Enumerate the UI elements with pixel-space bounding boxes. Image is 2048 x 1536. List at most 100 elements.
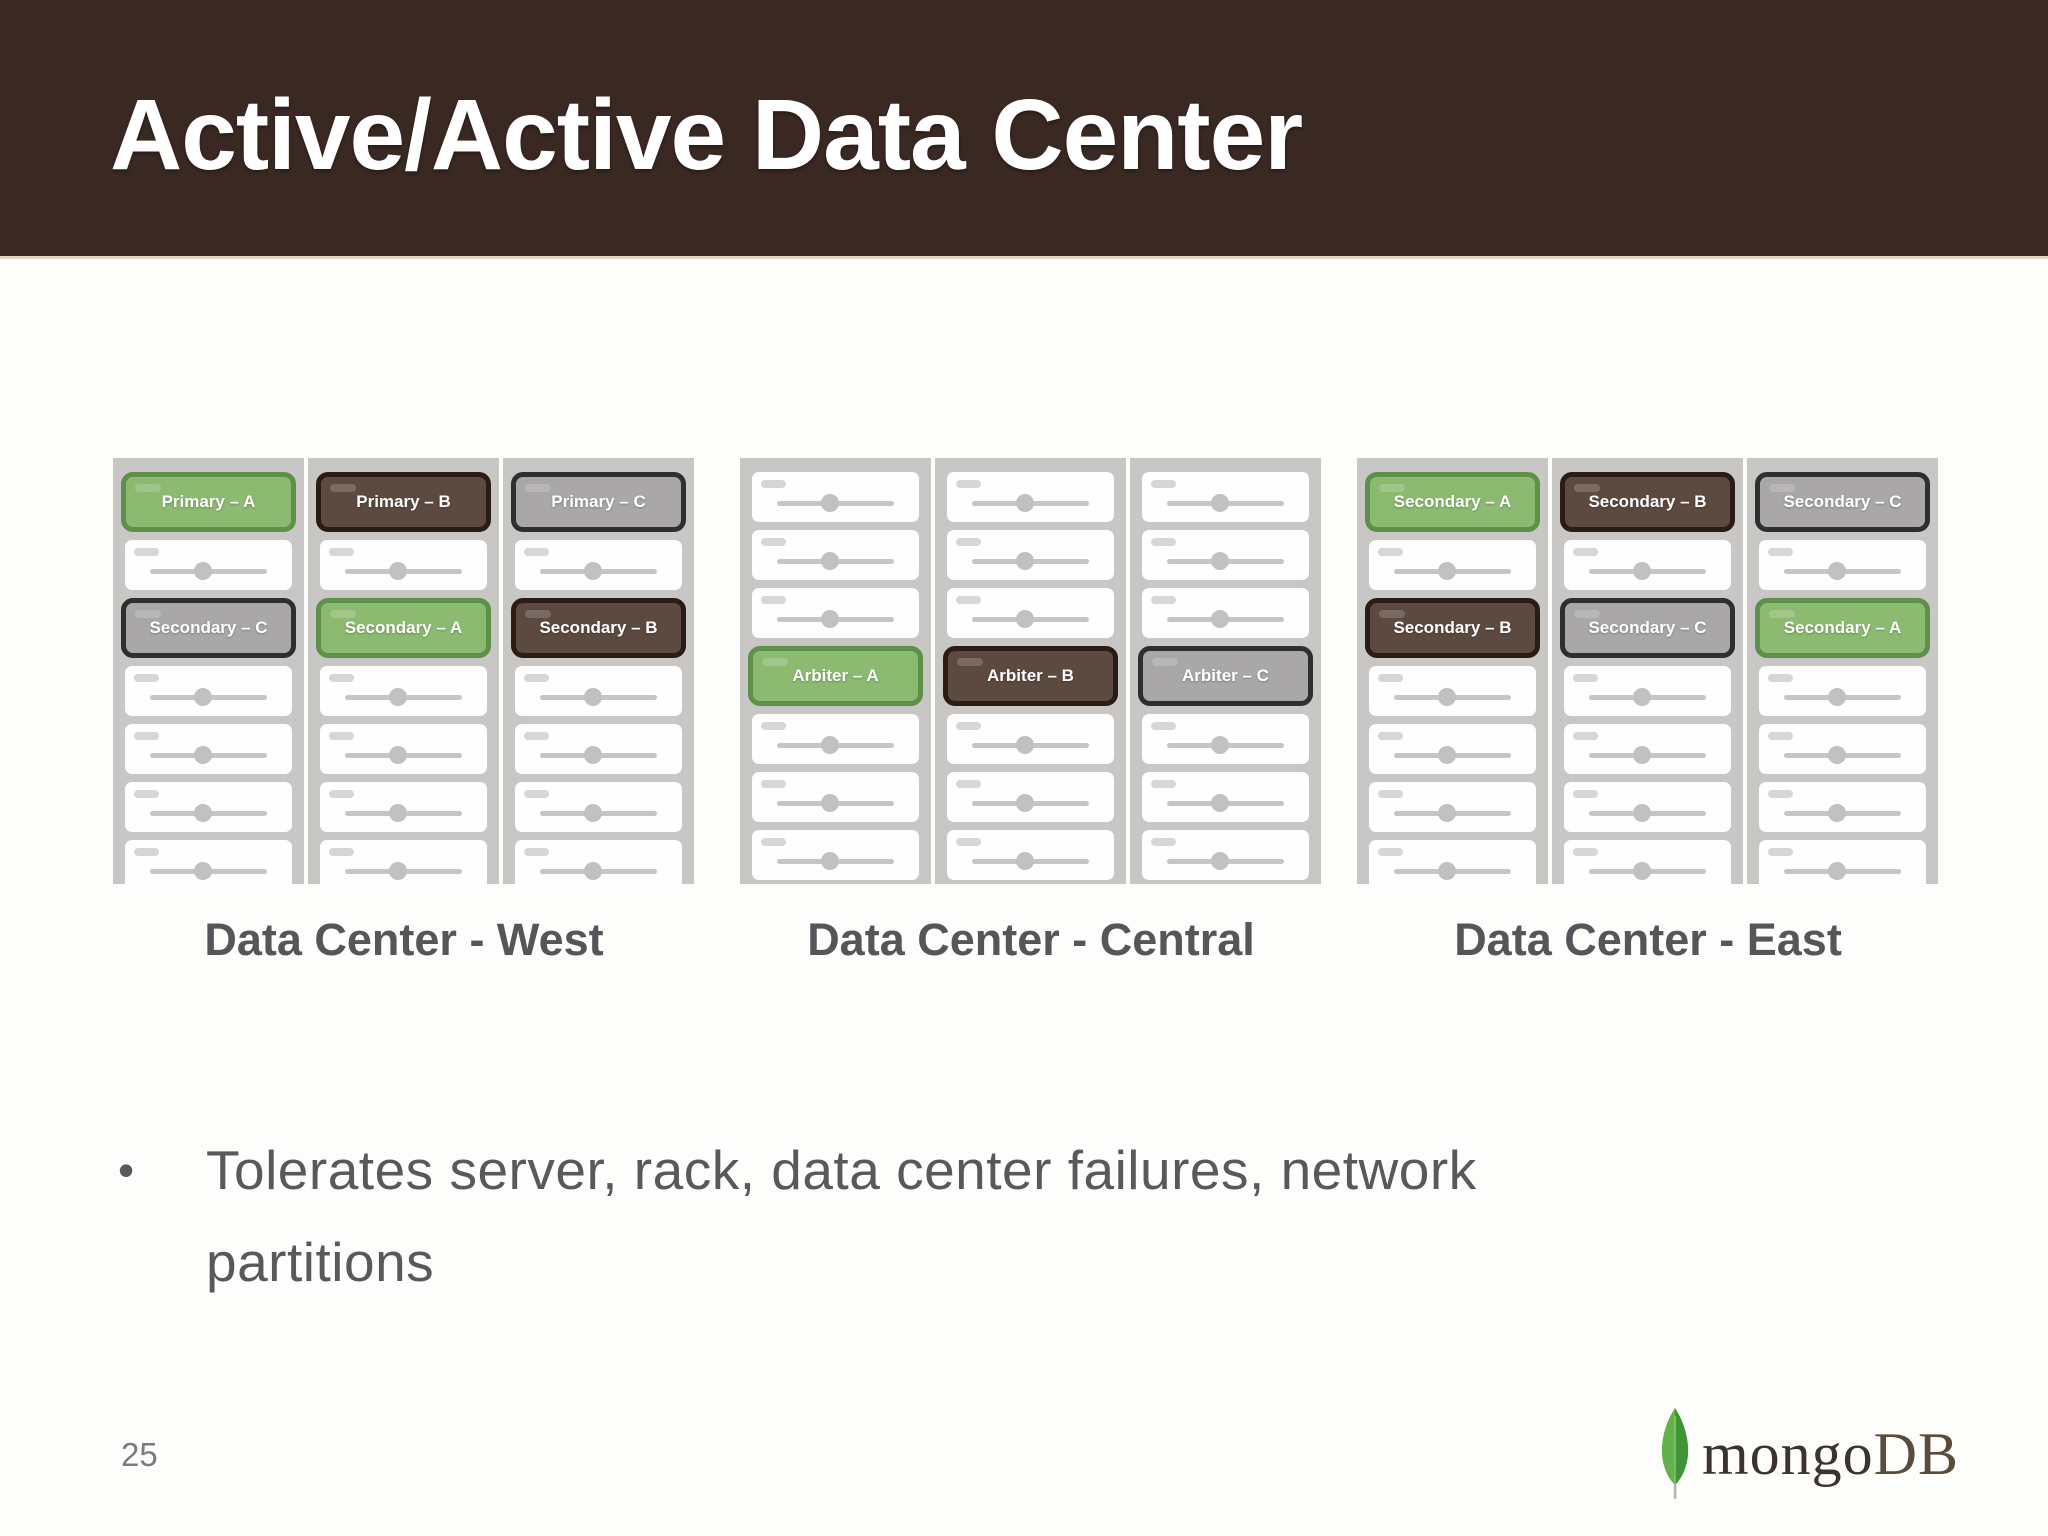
server-led xyxy=(1151,480,1176,488)
server-slider-knob xyxy=(194,746,213,764)
server-unit xyxy=(1759,666,1926,716)
server-unit xyxy=(1759,724,1926,774)
server-led xyxy=(134,548,159,556)
server-led xyxy=(1573,548,1598,556)
server-unit xyxy=(752,588,919,638)
server-led xyxy=(1768,790,1793,798)
mongodb-leaf-icon xyxy=(1656,1406,1694,1502)
server-slider-knob xyxy=(1828,862,1847,880)
server-unit xyxy=(1142,472,1309,522)
server-unit xyxy=(125,782,292,832)
server-unit xyxy=(1369,666,1536,716)
logo-text-mongo: mongo xyxy=(1702,1421,1874,1487)
server-slider-knob xyxy=(1016,494,1035,512)
server-slider-knob xyxy=(194,688,213,706)
rack-set: Arbiter – A Arbiter – B Arbiter – C xyxy=(740,458,1322,884)
server-slider-knob xyxy=(1016,610,1035,628)
server-slider-knob xyxy=(1016,552,1035,570)
server-led xyxy=(134,790,159,798)
server-led xyxy=(956,596,981,604)
server-slider-knob xyxy=(389,804,408,822)
server-led xyxy=(524,790,549,798)
server-slider-knob xyxy=(584,746,603,764)
bullet-item: • Tolerates server, rack, data center fa… xyxy=(118,1124,1678,1308)
server-unit xyxy=(1369,540,1536,590)
server-led xyxy=(134,732,159,740)
server-unit xyxy=(947,472,1114,522)
bullet-marker: • xyxy=(118,1144,135,1196)
server-unit xyxy=(1759,540,1926,590)
server-slider-knob xyxy=(584,862,603,880)
server-led xyxy=(956,538,981,546)
node-secondary-a: Secondary – A xyxy=(316,598,491,658)
server-unit xyxy=(1142,714,1309,764)
server-led xyxy=(956,722,981,730)
server-led xyxy=(1573,790,1598,798)
server-unit xyxy=(515,724,682,774)
node-secondary-c: Secondary – C xyxy=(1560,598,1735,658)
server-slider-knob xyxy=(1633,804,1652,822)
node-secondary-a: Secondary – A xyxy=(1755,598,1930,658)
server-slider-knob xyxy=(1016,852,1035,870)
server-slider-knob xyxy=(1828,804,1847,822)
server-unit xyxy=(947,714,1114,764)
server-unit xyxy=(1564,666,1731,716)
server-unit xyxy=(320,666,487,716)
server-led xyxy=(956,480,981,488)
server-unit xyxy=(1564,782,1731,832)
server-unit xyxy=(752,472,919,522)
bullet-text: Tolerates server, rack, data center fail… xyxy=(206,1139,1477,1293)
mongodb-logo-text: mongoDB xyxy=(1702,1406,1959,1502)
server-slider-knob xyxy=(821,736,840,754)
node-arbiter-c: Arbiter – C xyxy=(1138,646,1313,706)
server-slider-knob xyxy=(1211,736,1230,754)
mongodb-logo: mongoDB xyxy=(1656,1406,1959,1502)
server-led xyxy=(524,848,549,856)
server-led xyxy=(761,780,786,788)
server-unit xyxy=(1759,782,1926,832)
server-slider-knob xyxy=(1633,562,1652,580)
server-unit xyxy=(752,530,919,580)
server-rack: Arbiter – C xyxy=(1130,458,1321,884)
server-unit xyxy=(320,724,487,774)
server-slider-knob xyxy=(389,746,408,764)
server-unit xyxy=(320,782,487,832)
server-unit xyxy=(515,666,682,716)
node-primary-b: Primary – B xyxy=(316,472,491,532)
server-led xyxy=(329,548,354,556)
node-secondary-c: Secondary – C xyxy=(121,598,296,658)
server-led xyxy=(1151,838,1176,846)
server-led xyxy=(329,790,354,798)
server-led xyxy=(524,548,549,556)
server-led xyxy=(1573,848,1598,856)
server-led xyxy=(761,538,786,546)
node-arbiter-b: Arbiter – B xyxy=(943,646,1118,706)
server-led xyxy=(1378,732,1403,740)
server-slider-knob xyxy=(584,688,603,706)
server-slider-knob xyxy=(1211,552,1230,570)
server-led xyxy=(761,480,786,488)
server-unit xyxy=(1369,840,1536,890)
server-unit xyxy=(515,782,682,832)
server-slider-knob xyxy=(1633,688,1652,706)
server-slider-knob xyxy=(1016,794,1035,812)
node-arbiter-a: Arbiter – A xyxy=(748,646,923,706)
server-slider-knob xyxy=(1828,562,1847,580)
server-unit xyxy=(1142,588,1309,638)
node-secondary-c: Secondary – C xyxy=(1755,472,1930,532)
server-slider-knob xyxy=(821,552,840,570)
server-slider-knob xyxy=(821,610,840,628)
server-unit xyxy=(1369,724,1536,774)
server-slider-knob xyxy=(389,562,408,580)
server-unit xyxy=(1564,840,1731,890)
server-slider-knob xyxy=(584,804,603,822)
server-led xyxy=(1768,732,1793,740)
server-led xyxy=(1378,548,1403,556)
server-slider-knob xyxy=(1438,862,1457,880)
server-led xyxy=(134,848,159,856)
server-unit xyxy=(947,588,1114,638)
